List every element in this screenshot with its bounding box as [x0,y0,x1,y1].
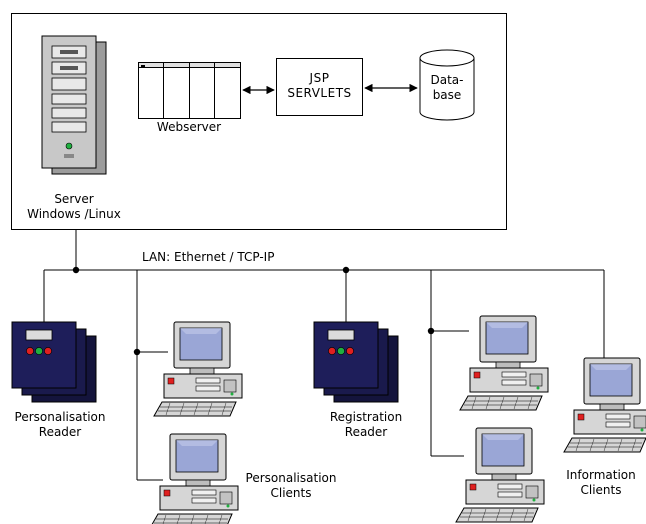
personalisation-client-computer-icon [153,321,243,417]
personalisation-reader-icon [11,321,97,403]
lan-label: LAN: Ethernet / TCP-IP [142,250,275,264]
personalisation-clients-label: Personalisation Clients [245,471,337,500]
webserver-icon [138,62,241,119]
information-client-computer-icon [455,427,545,523]
server-tower-icon [41,35,107,175]
database-icon [419,49,475,121]
server-enclosure [11,13,507,230]
personalisation-reader-label: Personalisation Reader [14,410,106,439]
server-label: Server Windows /Linux [27,192,121,221]
information-client-computer-icon [459,315,549,411]
registration-reader-label: Registration Reader [329,410,403,439]
registration-reader-icon [313,321,399,403]
information-clients-label: Information Clients [566,468,636,497]
personalisation-client-computer-icon [149,433,239,524]
jsp-servlets-label: JSP SERVLETS [287,71,352,100]
lan-junction-dots [72,266,435,356]
webserver-label: Webserver [156,120,222,134]
lan-cabling [43,230,605,481]
database-label: Data- base [430,73,464,102]
information-client-computer-icon [563,357,646,453]
jsp-servlets-box [276,58,363,116]
